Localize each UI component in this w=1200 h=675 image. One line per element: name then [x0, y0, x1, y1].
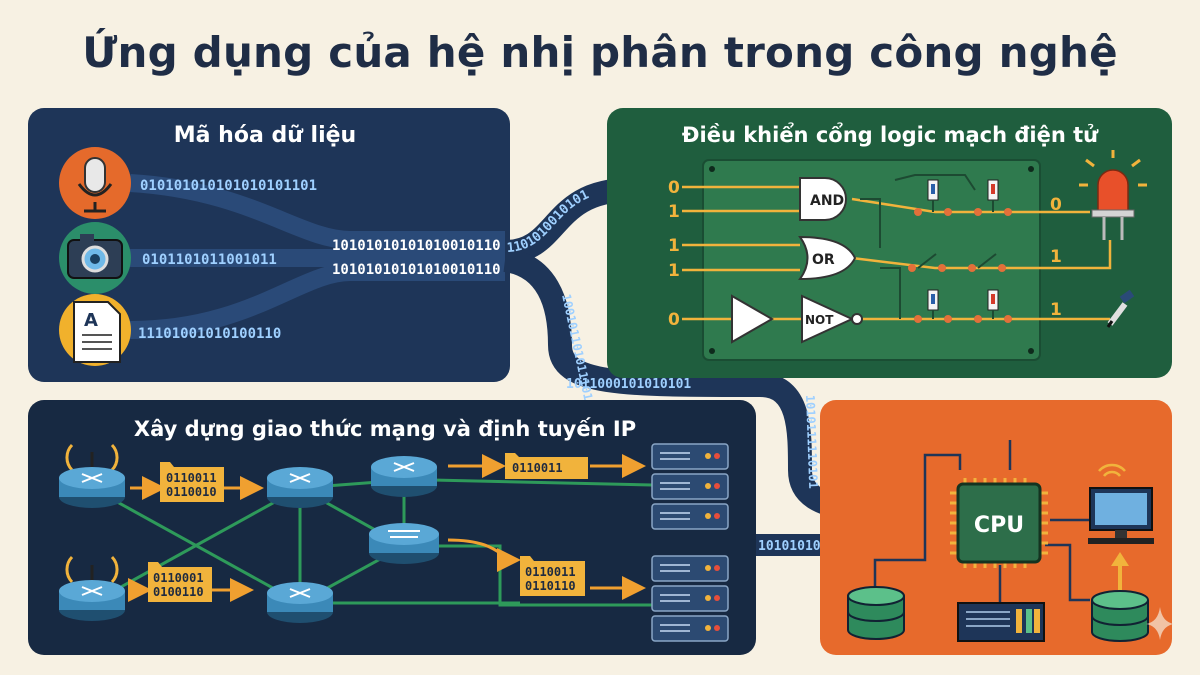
stream-merged-2: 10101010101010010110 [332, 262, 501, 278]
packet-1-line-1: 0110011 [166, 471, 217, 485]
stream-document: 11101001010100110 [138, 326, 281, 342]
network-panel: Xây dựng giao thức mạng và định tuyến IP [28, 400, 756, 655]
packet-2: 0110011 [505, 453, 588, 479]
led-icon [1079, 150, 1147, 240]
cpu-label: CPU [974, 513, 1024, 538]
switch-icon [369, 523, 439, 564]
router-icon-2 [59, 555, 125, 621]
logic-panel: Điều khiển cổng logic mạch điện tử 0 1 1… [607, 108, 1172, 378]
camera-icon [59, 222, 131, 294]
not-gate [801, 294, 855, 344]
cpu-chip-icon: CPU [950, 478, 1048, 568]
router-icon-5 [371, 456, 437, 497]
logic-input-1: 0 [668, 178, 680, 198]
packet-1: 0110011 0110010 [160, 462, 224, 502]
packet-4-line-2: 0110110 [525, 579, 576, 593]
probe-icon [1106, 289, 1135, 328]
microphone-icon [59, 147, 131, 219]
packet-1-line-2: 0110010 [166, 485, 217, 499]
stream-camera: 0101101011001011 [142, 252, 277, 268]
logic-output-1: 0 [1050, 195, 1062, 215]
stream-microphone: 010101010101010101101 [140, 178, 317, 194]
logic-input-5: 0 [668, 310, 680, 330]
router-icon-1 [59, 443, 125, 508]
stream-merged-1: 10101010101010010110 [332, 238, 501, 254]
or-gate [798, 235, 857, 281]
or-gate-label: OR [812, 252, 835, 268]
not-gate-label: NOT [805, 313, 834, 327]
page-title: Ứng dụng của hệ nhị phân trong công nghệ [82, 28, 1118, 77]
packet-4-line-1: 0110011 [525, 565, 576, 579]
database-icon-1 [847, 586, 905, 640]
packet-3: 0110001 0100110 [148, 562, 212, 602]
encoding-title: Mã hóa dữ liệu [174, 123, 356, 148]
logic-title: Điều khiển cổng logic mạch điện tử [682, 122, 1099, 147]
packet-4: 0110011 0110110 [520, 556, 585, 596]
packet-2-line-1: 0110011 [512, 461, 563, 475]
database-icon-2 [1091, 590, 1149, 642]
logic-output-2: 1 [1050, 247, 1062, 267]
cpu-panel: CPU [820, 400, 1174, 655]
buffer-gate [731, 294, 775, 344]
logic-input-2: 1 [668, 202, 680, 222]
logic-input-3: 1 [668, 236, 680, 256]
server-rack-2 [651, 555, 729, 642]
and-gate [799, 177, 847, 221]
and-gate-label: AND [810, 193, 844, 209]
packet-3-line-1: 0110001 [153, 571, 204, 585]
network-title: Xây dựng giao thức mạng và định tuyến IP [134, 417, 636, 441]
logic-input-4: 1 [668, 261, 680, 281]
document-icon: A [59, 294, 131, 366]
encoding-panel: Mã hóa dữ liệu 010101010101010101101 010… [28, 108, 510, 382]
server-rack-1 [651, 443, 729, 530]
packet-3-line-2: 0100110 [153, 585, 204, 599]
router-icon-4 [267, 582, 333, 623]
up-arrow-icon [1111, 552, 1129, 566]
monitor-icon [1088, 463, 1154, 544]
ribbon-bridge: 1011000101010101 [566, 377, 691, 392]
ribbon-down-cpu: 1010111110101 [803, 395, 820, 489]
logic-output-3: 1 [1050, 300, 1062, 320]
memory-module-icon [957, 602, 1045, 642]
router-icon-3 [267, 467, 333, 508]
sparkle-icon [1146, 607, 1174, 640]
document-letter: A [84, 310, 98, 331]
relay-switches [908, 179, 1012, 323]
